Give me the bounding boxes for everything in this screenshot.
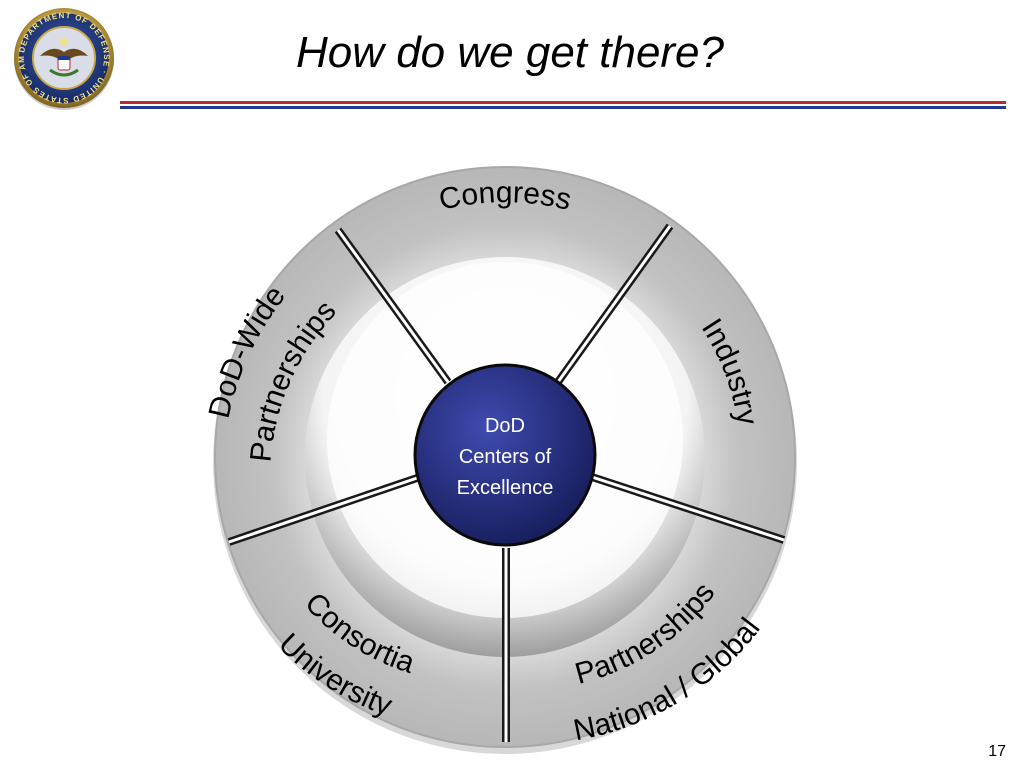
page-number: 17	[988, 743, 1006, 760]
header-rule-blue	[120, 106, 1006, 109]
center-hub	[413, 363, 597, 547]
center-label-line1: DoD	[485, 415, 525, 437]
header-rule-red	[120, 101, 1006, 104]
center-label-line3: Excellence	[457, 477, 554, 499]
dod-seal-icon: DEPARTMENT OF DEFENSE · UNITED STATES OF…	[10, 4, 114, 110]
center-label-line2: Centers of	[459, 446, 552, 468]
slide-title: How do we get there?	[295, 28, 725, 77]
spokes	[227, 223, 786, 742]
